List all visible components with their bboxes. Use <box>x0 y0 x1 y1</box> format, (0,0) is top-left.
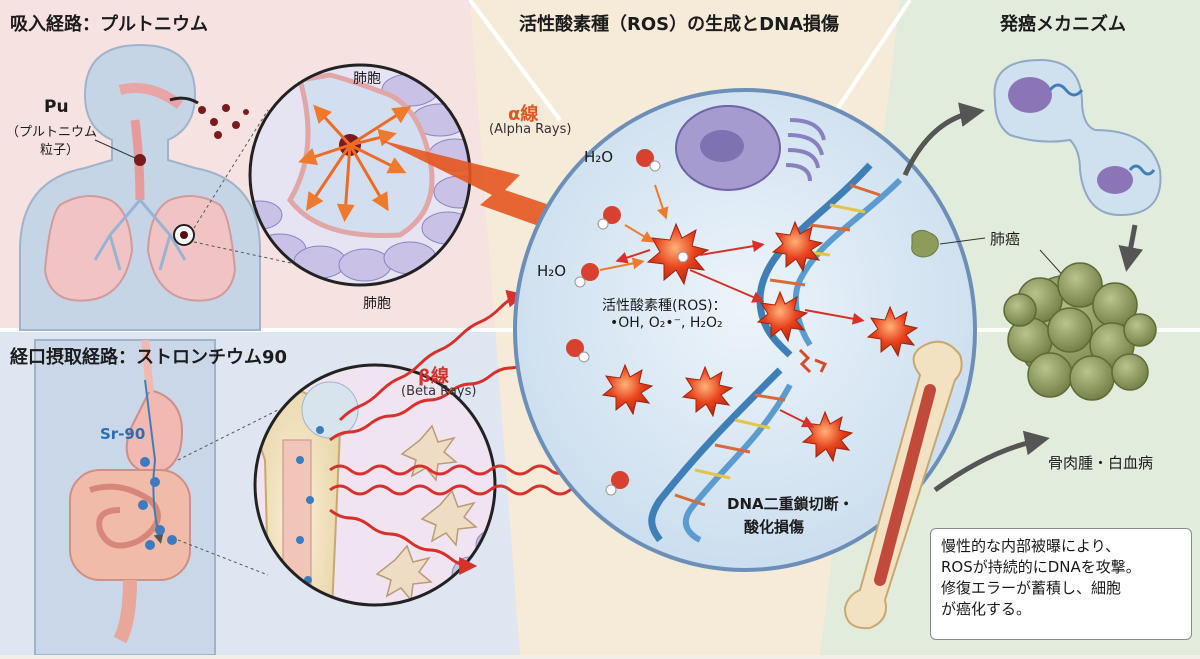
ros-species-label: 活性酸素種(ROS)： <box>602 298 727 314</box>
pu-symbol-label: Pu <box>44 97 69 117</box>
oral-route-title: 経口摂取経路：ストロンチウム90 <box>10 347 288 368</box>
inhalation-route-title: 吸入経路：プルトニウム <box>10 14 208 35</box>
alveolus-label-bottom: 肺胞 <box>363 296 391 312</box>
dna-damage-label-line2: 酸化損傷 <box>744 518 805 536</box>
bone-cancer-label: 骨肉腫・白血病 <box>1048 454 1154 472</box>
mechanism-note: 慢性的な内部被曝により、 ROSが持続的にDNAを攻撃。 修復エラーが蓄積し、細… <box>930 528 1192 640</box>
dna-damage-label: DNA二重鎖切断・ <box>727 495 854 513</box>
upper-body-figure <box>19 43 261 331</box>
water-label-1: H₂O <box>584 148 614 166</box>
femur-bone <box>843 340 963 630</box>
bone-cancer-arrow <box>933 430 1050 493</box>
water-label-2: H₂O <box>537 262 567 280</box>
pu-name-label-line2: 粒子） <box>40 143 80 158</box>
ros-species-formulas: •OH, O₂•⁻, H₂O₂ <box>610 315 723 331</box>
alpha-ray-sublabel: (Alpha Rays) <box>489 122 572 137</box>
lower-body-figure <box>34 339 216 656</box>
beta-ray-arrows <box>329 289 602 575</box>
water-molecules <box>566 149 661 496</box>
note-line: 慢性的な内部被曝により、 <box>941 537 1121 555</box>
pu-name-label: （プルトニウム <box>6 125 98 140</box>
alveolus-label-top: 肺胞 <box>353 71 381 87</box>
carcinogenesis-title: 発癌メカニズム <box>1000 14 1126 35</box>
dna-helix <box>648 162 903 543</box>
note-line: が癌化する。 <box>941 600 1032 618</box>
beta-ray-sublabel: (Beta Rays) <box>401 384 477 399</box>
panel-divider <box>468 0 562 122</box>
sr90-label: Sr-90 <box>100 425 146 443</box>
cell-progress-arrow <box>902 102 985 177</box>
ros-section-title: 活性酸素種（ROS）の生成とDNA損傷 <box>519 14 840 35</box>
note-line: 修復エラーが蓄積し、細胞 <box>941 579 1122 597</box>
tumor-mass <box>1003 262 1157 401</box>
alpha-ray-label: α線 <box>508 104 539 125</box>
lung-cancer-label: 肺癌 <box>990 230 1021 248</box>
note-line: ROSが持続的にDNAを攻撃。 <box>941 558 1141 576</box>
lung-cancer-cell <box>911 229 939 258</box>
panel-divider <box>828 0 912 122</box>
ros-radicals <box>601 220 919 463</box>
beta-ray-label: β線 <box>418 366 449 387</box>
dividing-cell <box>993 58 1162 217</box>
tumor-progress-arrow <box>1118 224 1144 272</box>
